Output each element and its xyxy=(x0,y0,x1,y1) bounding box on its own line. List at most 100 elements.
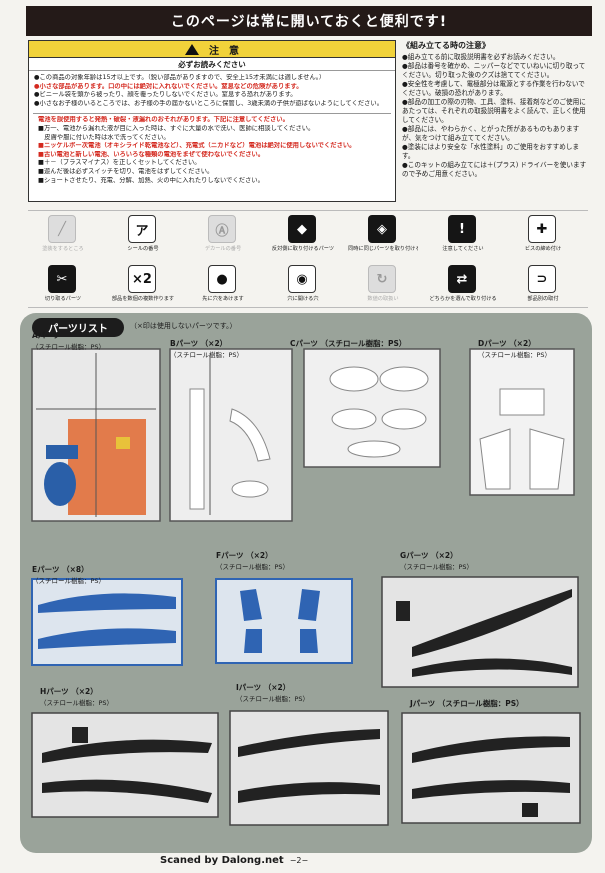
battery-item: ■＋－（プラスマイナス）を正しくセットしてください。 xyxy=(38,159,201,167)
assembly-item: ●このキットの組み立てには＋(プラス) ドライバーを使いますので予めご用意くださ… xyxy=(402,161,587,178)
battery-item: ■遊んだ後は必ずスイッチを切り、電池をはずしてください。 xyxy=(38,167,214,175)
runner-c xyxy=(303,348,441,468)
runner-name: Cパーツ （スチロール樹脂：PS） xyxy=(290,339,407,348)
battery-list: 電池を誤使用すると発熱・破裂・液漏れのおそれがあります。下記に注意してください。… xyxy=(33,113,391,188)
paint-brush-icon: ╱ xyxy=(48,215,76,243)
parts-list-panel xyxy=(20,313,592,853)
rotate-icon: ↻ xyxy=(368,265,396,293)
legend-item: ↻ 数値の取扱い xyxy=(348,261,418,309)
caution-header: 注 意 xyxy=(29,41,395,58)
runner-name: Gパーツ （×2） xyxy=(400,551,458,560)
runner-f xyxy=(215,578,353,664)
battery-item: 皮膚や服に付いた時は水で洗ってください。 xyxy=(38,133,170,141)
assembly-item: ●部品の加工の際の刃物、工具、塗料、接着剤などのご使用にあたっては、それぞれの取… xyxy=(402,98,586,124)
legend-label: 同時に同じパーツを取り付ける xyxy=(348,246,418,252)
caution-list: ●この商品の対象年齢は15才以上です。（鋭い部品がありますので、安全上15才未満… xyxy=(29,71,395,111)
legend-item: ⇄ どちらかを選んで取り付ける xyxy=(428,261,498,309)
runner-material: （スチロール樹脂：PS） xyxy=(32,343,106,351)
legend-label: 塗装をするところ xyxy=(42,246,84,252)
runner-name: Jパーツ （スチロール樹脂：PS） xyxy=(410,699,524,708)
sticker-icon: ア xyxy=(128,215,156,243)
caution-item: ●この商品の対象年齢は15才以上です。（鋭い部品がありますので、安全上15才未満… xyxy=(34,74,326,81)
runner-material: （スチロール樹脂：PS） xyxy=(216,563,290,571)
runner-d xyxy=(469,348,575,496)
runner-name: Iパーツ （×2） xyxy=(236,683,291,692)
runner-material: （スチロール樹脂：PS） xyxy=(170,351,244,359)
caution-item: ●小さなお子様のいるところでは、お子様の手の届かないところに保管し、3歳未満の子… xyxy=(34,99,384,107)
runner-name: Dパーツ （×2） xyxy=(478,339,536,348)
runner-j xyxy=(401,712,581,824)
caution-box: 注 意 必ずお読みください ●この商品の対象年齢は15才以上です。（鋭い部品があ… xyxy=(28,40,396,202)
runner-name: Eパーツ （×8） xyxy=(32,565,89,574)
legend-item: ⊃ 部品別の取付 xyxy=(508,261,578,309)
legend-item: ╱ 塗装をするところ xyxy=(28,211,98,259)
runner-name: Fパーツ （×2） xyxy=(216,551,273,560)
separate-icon: ⊃ xyxy=(528,265,556,293)
runner-a xyxy=(31,348,161,522)
runner-material: （スチロール樹脂：PS） xyxy=(32,577,106,585)
same-attach-icon: ◈ xyxy=(368,215,396,243)
runner-name: Bパーツ （×2） xyxy=(170,339,228,348)
assembly-notes: 《組み立てる時の注意》 ●組み立てる前に取扱説明書を必ずお読みください。 ●部品… xyxy=(402,40,588,202)
legend-item: Ⓐ デカールの番号 xyxy=(188,211,258,259)
runner-material: （スチロール樹脂：PS） xyxy=(478,351,552,359)
caution-item: ●小さな部品があります。口の中には絶対に入れないでください。窒息などの危険があり… xyxy=(34,82,303,90)
assembly-item: ●安全性を考慮して、電極部分は電源とする作業を行わないでください。破損の恐れがあ… xyxy=(402,80,585,97)
count-icon: ×2 xyxy=(128,265,156,293)
runner-name: Aパーツ xyxy=(32,331,61,340)
caution-icon: ! xyxy=(448,215,476,243)
assembly-title: 《組み立てる時の注意》 xyxy=(402,41,490,50)
warning-icon xyxy=(185,43,199,55)
cut-icon: ✂ xyxy=(48,265,76,293)
battery-item: ■ショートさせたり、充電、分解、加熱、火の中に入れたりしないでください。 xyxy=(38,176,264,184)
reverse-attach-icon: ◆ xyxy=(288,215,316,243)
drill-icon: ◉ xyxy=(288,265,316,293)
legend-label: 数値の取扱い xyxy=(367,296,399,302)
caution-subtitle: 必ずお読みください xyxy=(29,58,395,71)
legend-item: ✚ ビスの締め付け xyxy=(508,211,578,259)
runner-material: （スチロール樹脂：PS） xyxy=(40,699,114,707)
runner-b xyxy=(169,348,293,522)
legend-label: 先に穴をあけます xyxy=(202,296,244,302)
legend-item: ✂ 切り取るパーツ xyxy=(28,261,98,309)
scan-credit: Scaned by Dalong.net xyxy=(160,855,284,866)
runner-h xyxy=(31,712,219,818)
battery-item: ■古い電池と新しい電池、いろいろな種類の電池をまぜて使わないでください。 xyxy=(38,150,265,158)
assembly-item: ●部品には、やわらかく、とがった所があるものもありますが、気をつけて組み立ててく… xyxy=(402,125,580,142)
legend-item: ● 先に穴をあけます xyxy=(188,261,258,309)
runner-i xyxy=(229,710,389,826)
parts-list-note: （×印は使用しないパーツです。） xyxy=(130,322,237,330)
legend-item: ◈ 同時に同じパーツを取り付ける xyxy=(348,211,418,259)
runner-name: Hパーツ （×2） xyxy=(40,687,98,696)
caution-title: 注 意 xyxy=(209,45,239,57)
legend-label: 注意してください xyxy=(442,246,484,252)
legend-item: ◆ 反対側に取り付けるパーツ xyxy=(268,211,338,259)
runner-material: （スチロール樹脂：PS） xyxy=(400,563,474,571)
legend-label: デカールの番号 xyxy=(204,246,242,252)
battery-title: 電池を誤使用すると発熱・破裂・液漏れのおそれがあります。下記に注意してください。 xyxy=(38,116,289,124)
either-icon: ⇄ xyxy=(448,265,476,293)
battery-item: ■ニッケルボー次電池（オキシライド乾電池など）、充電式（ニカドなど）電池は絶対に… xyxy=(38,142,356,150)
parts-runners-drawing xyxy=(31,348,581,826)
legend-label: 部品別の取付 xyxy=(527,296,559,302)
page-footer: Scaned by Dalong.net−2− xyxy=(160,855,308,866)
legend-label: 切り取るパーツ xyxy=(44,296,82,302)
legend-item: ◉ 穴に開ける穴 xyxy=(268,261,338,309)
page-banner: このページは常に開いておくと便利です! xyxy=(26,6,592,36)
legend-item: ! 注意してください xyxy=(428,211,498,259)
assembly-item: ●部品は番号を確かめ、ニッパーなどでていねいに切り取ってください。切り取った後の… xyxy=(402,62,586,79)
legend-label: ビスの締め付け xyxy=(524,246,562,252)
caution-item: ●ビニール袋を頭から被ったり、顔を覆ったりしないでください。窒息する恐れがありま… xyxy=(34,91,297,99)
legend-label: 穴に開ける穴 xyxy=(287,296,319,302)
assembly-list: ●組み立てる前に取扱説明書を必ずお読みください。 ●部品は番号を確かめ、ニッパー… xyxy=(402,53,588,179)
runner-e xyxy=(31,578,183,666)
decal-icon: Ⓐ xyxy=(208,215,236,243)
runner-material: （スチロール樹脂：PS） xyxy=(236,695,310,703)
screw-icon: ✚ xyxy=(528,215,556,243)
legend-label: どちらかを選んで取り付ける xyxy=(429,296,497,302)
legend-label: 反対側に取り付けるパーツ xyxy=(271,246,335,252)
legend-label: 部品を数個の複数作ります xyxy=(111,296,175,302)
hole-icon: ● xyxy=(208,265,236,293)
